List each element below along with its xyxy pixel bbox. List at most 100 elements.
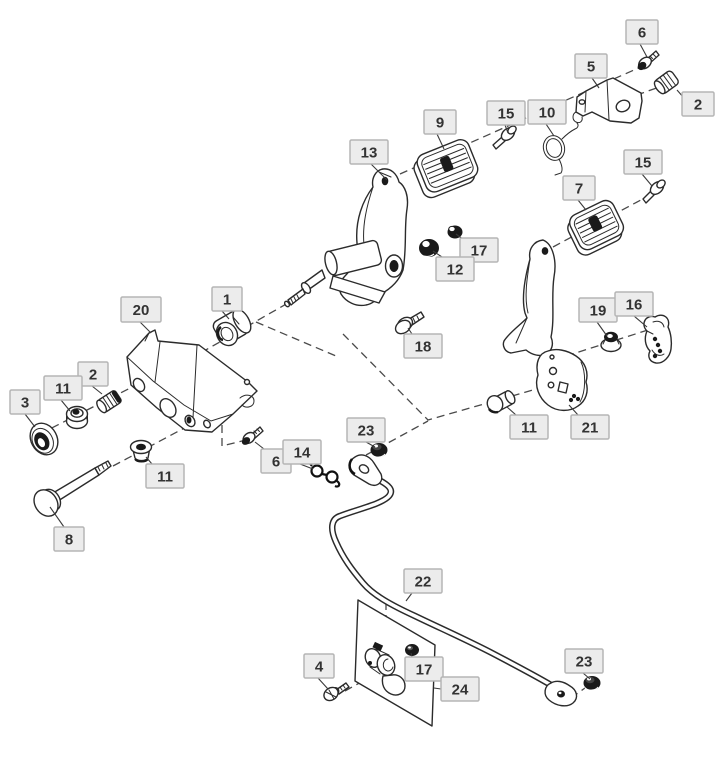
- callout-box[interactable]: [614, 291, 654, 317]
- callout-number: 11: [55, 381, 71, 398]
- callout-box[interactable]: [570, 414, 610, 440]
- callout-6[interactable]: 6: [625, 19, 659, 58]
- callout-box[interactable]: [77, 361, 109, 387]
- callout-19[interactable]: 19: [578, 297, 618, 337]
- callout-box[interactable]: [459, 237, 499, 263]
- callout-21[interactable]: 21: [568, 404, 610, 440]
- callout-24[interactable]: 24: [433, 676, 480, 702]
- callout-20[interactable]: 20: [120, 296, 162, 334]
- callout-leader-line: [596, 321, 608, 337]
- callout-7[interactable]: 7: [562, 175, 596, 211]
- callout-12[interactable]: 12: [432, 250, 475, 282]
- callout-number: 21: [582, 420, 599, 437]
- callout-number: 10: [539, 105, 556, 122]
- callout-box[interactable]: [403, 333, 443, 359]
- part-bolt-18: [394, 311, 425, 335]
- callout-11[interactable]: 11: [145, 456, 185, 489]
- callout-leader-line: [433, 687, 442, 690]
- callout-box[interactable]: [403, 568, 443, 594]
- callout-14[interactable]: 14: [282, 439, 322, 470]
- callout-number: 18: [415, 339, 432, 356]
- callout-number: 4: [315, 659, 324, 676]
- callout-box[interactable]: [120, 296, 162, 323]
- callout-23[interactable]: 23: [564, 648, 604, 680]
- callout-8[interactable]: 8: [49, 506, 85, 552]
- callout-leader-line: [254, 441, 265, 450]
- callout-box[interactable]: [9, 389, 41, 415]
- callout-box[interactable]: [625, 19, 659, 45]
- callout-box[interactable]: [574, 53, 608, 79]
- callout-leader-line: [370, 163, 388, 181]
- callout-16[interactable]: 16: [614, 291, 654, 328]
- callout-box[interactable]: [43, 375, 83, 401]
- part-bushing-12: [419, 239, 439, 258]
- callout-box[interactable]: [349, 139, 389, 165]
- callout-13[interactable]: 13: [349, 139, 389, 181]
- callout-box[interactable]: [509, 414, 549, 440]
- callout-box[interactable]: [564, 648, 604, 674]
- callout-22[interactable]: 22: [403, 568, 443, 602]
- callout-2[interactable]: 2: [77, 361, 109, 395]
- callout-box[interactable]: [423, 109, 457, 135]
- callout-leader-line: [60, 399, 71, 412]
- part-screw-4: [323, 682, 350, 702]
- callout-box[interactable]: [404, 656, 444, 682]
- callout-number: 23: [358, 423, 375, 440]
- callout-box[interactable]: [681, 91, 715, 117]
- callout-leader-line: [639, 43, 648, 58]
- callout-box[interactable]: [346, 417, 386, 443]
- callout-box[interactable]: [435, 256, 475, 282]
- callout-leader-line: [591, 77, 600, 89]
- callout-leader-line: [299, 463, 314, 470]
- callout-23[interactable]: 23: [346, 417, 386, 448]
- part-nut-11a: [65, 405, 89, 430]
- callout-number: 11: [157, 469, 173, 486]
- callout-11[interactable]: 11: [506, 406, 549, 440]
- part-clip-14: [308, 458, 341, 488]
- callout-box[interactable]: [282, 439, 322, 465]
- callout-17[interactable]: 17: [455, 233, 499, 263]
- part-pivot-shaft-assembly: [283, 239, 386, 308]
- callout-leader-line: [633, 315, 648, 328]
- callout-leader-line: [436, 133, 445, 150]
- callout-box[interactable]: [440, 676, 480, 702]
- callout-number: 6: [272, 454, 280, 471]
- callout-box[interactable]: [145, 463, 185, 489]
- callout-number: 8: [65, 532, 73, 549]
- callout-leader-line: [221, 310, 230, 320]
- part-screw-15a: [492, 125, 517, 150]
- part-bushing-1: [212, 308, 252, 347]
- callout-1[interactable]: 1: [211, 286, 243, 320]
- part-pedal-pad-9: [413, 138, 479, 199]
- callout-number: 22: [415, 574, 432, 591]
- callout-number: 17: [416, 662, 433, 679]
- callout-box[interactable]: [527, 99, 567, 125]
- callout-leader-line: [91, 385, 103, 395]
- callout-leader-line: [545, 123, 555, 137]
- callout-leader-line: [317, 677, 329, 690]
- callout-box[interactable]: [486, 100, 526, 126]
- callout-3[interactable]: 3: [9, 389, 41, 428]
- callout-2[interactable]: 2: [676, 89, 715, 117]
- callout-17[interactable]: 17: [404, 652, 444, 682]
- callout-box[interactable]: [211, 286, 243, 312]
- callout-15[interactable]: 15: [486, 100, 526, 134]
- callout-box[interactable]: [623, 149, 663, 175]
- callout-box[interactable]: [562, 175, 596, 201]
- callout-leader-line: [139, 321, 152, 334]
- callout-leader-line: [641, 173, 653, 187]
- callout-9[interactable]: 9: [423, 109, 457, 150]
- callout-number: 17: [471, 243, 488, 260]
- callout-box[interactable]: [53, 526, 85, 552]
- callout-leader-line: [365, 441, 376, 448]
- callout-18[interactable]: 18: [403, 327, 443, 359]
- callout-10[interactable]: 10: [527, 99, 567, 137]
- callout-11[interactable]: 11: [43, 375, 83, 412]
- callout-15[interactable]: 15: [623, 149, 663, 187]
- callout-4[interactable]: 4: [303, 653, 335, 690]
- part-clip-16: [643, 314, 673, 364]
- callout-5[interactable]: 5: [574, 53, 608, 89]
- callout-leader-line: [577, 199, 587, 211]
- callout-box[interactable]: [303, 653, 335, 679]
